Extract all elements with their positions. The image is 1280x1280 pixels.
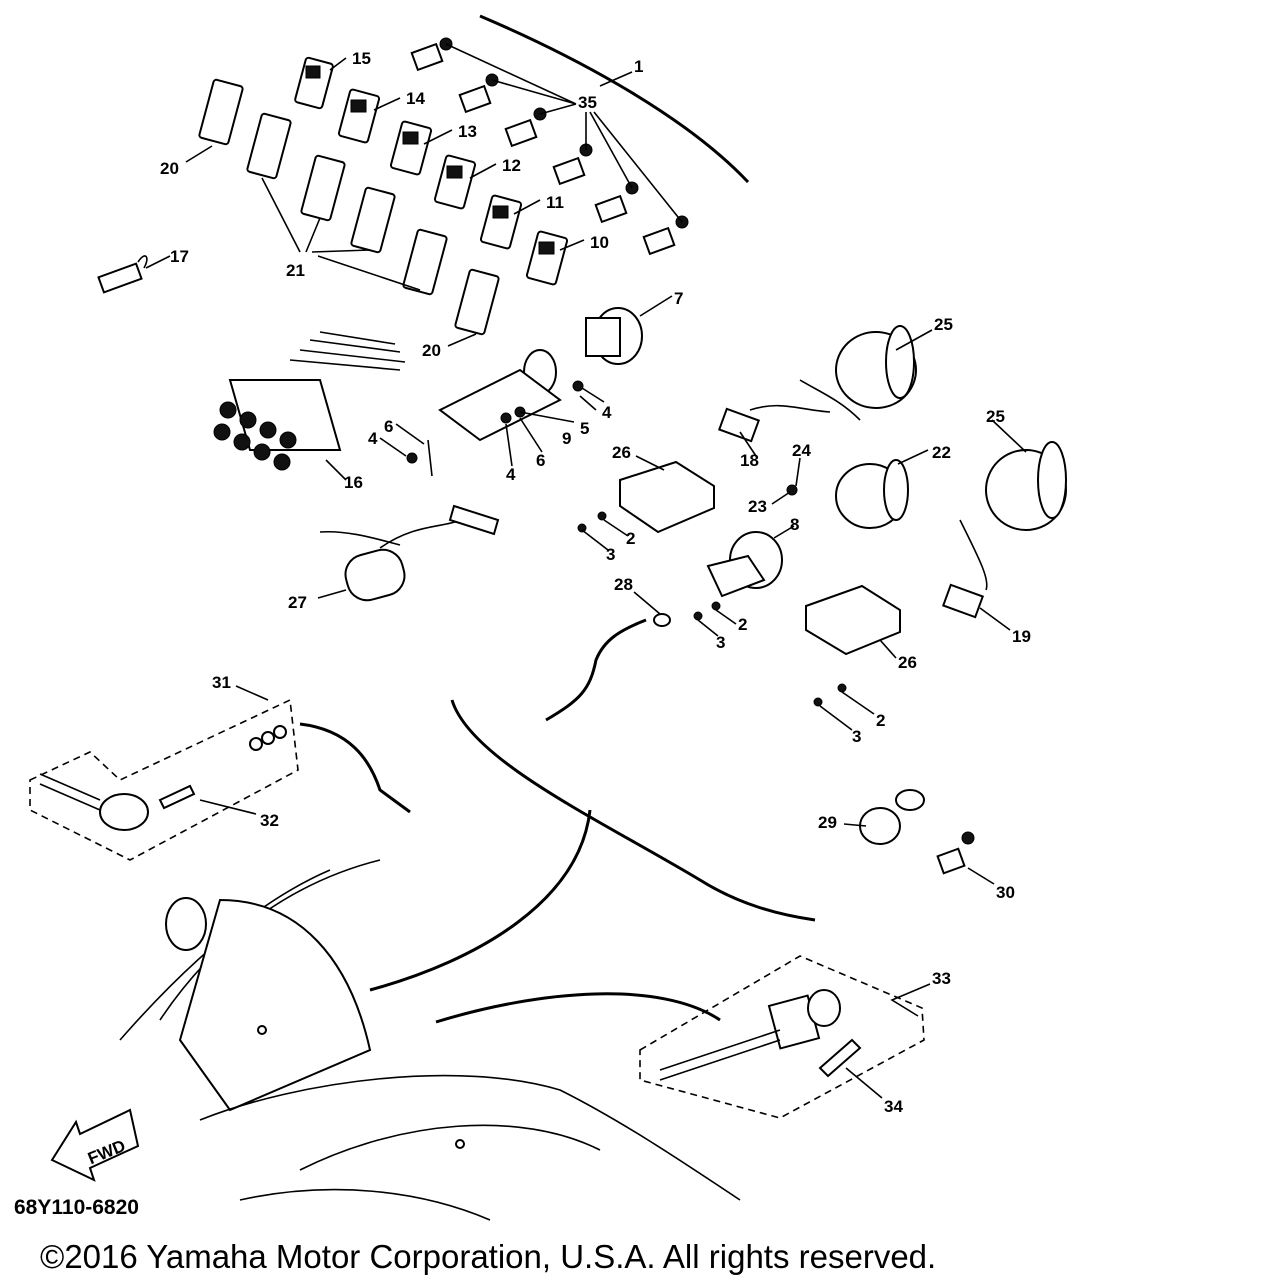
callout-4-mid: 4 xyxy=(506,465,516,484)
switch-13 xyxy=(389,120,433,176)
callout-17: 17 xyxy=(170,247,189,266)
callout-19: 19 xyxy=(1012,627,1031,646)
callout-9: 9 xyxy=(562,429,571,448)
plate-21-c xyxy=(350,186,396,254)
callout-31: 31 xyxy=(212,673,231,692)
callout-13: 13 xyxy=(458,122,477,141)
switch-15 xyxy=(294,56,334,110)
gauge-7-assembly xyxy=(438,307,643,442)
bracket-26-upper xyxy=(577,460,715,534)
callout-10: 10 xyxy=(590,233,609,252)
callout-2-mid: 2 xyxy=(738,615,747,634)
callout-6-right: 6 xyxy=(536,451,545,470)
diagram-part-code: 68Y110-6820 xyxy=(14,1196,139,1219)
callout-27: 27 xyxy=(288,593,307,612)
callout-34: 34 xyxy=(884,1097,903,1116)
main-switch-33 xyxy=(639,955,925,1119)
connector-block-16 xyxy=(213,331,406,471)
blank-plate-20-top xyxy=(198,78,244,146)
switch-10 xyxy=(525,230,569,286)
callout-14: 14 xyxy=(406,89,425,108)
clamp-28 xyxy=(653,613,671,627)
callout-20-bottom: 20 xyxy=(422,341,441,360)
watercraft-hull-sketch xyxy=(119,809,741,1221)
callout-33: 33 xyxy=(932,969,951,988)
callout-23: 23 xyxy=(748,497,767,516)
callout-28: 28 xyxy=(614,575,633,594)
sender-kit-31 xyxy=(29,698,411,861)
callout-1: 1 xyxy=(634,57,643,76)
deck-outline xyxy=(450,699,816,922)
copyright-notice: ©2016 Yamaha Motor Corporation, U.S.A. A… xyxy=(40,1238,937,1275)
connector-18 xyxy=(717,404,831,443)
callout-3-mid: 3 xyxy=(716,633,725,652)
callout-3-upper: 3 xyxy=(606,545,615,564)
callout-18: 18 xyxy=(740,451,759,470)
callout-16: 16 xyxy=(344,473,363,492)
callout-21: 21 xyxy=(286,261,305,280)
callout-25-lower: 25 xyxy=(986,407,1005,426)
plate-21-b xyxy=(300,154,346,222)
key-34 xyxy=(818,1038,862,1078)
blank-plates xyxy=(198,78,500,336)
callout-5: 5 xyxy=(580,419,589,438)
part-30 xyxy=(936,831,975,875)
bracket-8 xyxy=(693,531,783,621)
callout-labels: 1 35 15 14 13 12 11 10 20 21 17 20 7 4 5… xyxy=(160,49,1031,1116)
callout-11: 11 xyxy=(546,193,564,212)
plate-21-a xyxy=(246,112,292,180)
callout-4-right: 4 xyxy=(602,403,612,422)
gauge-22 xyxy=(786,459,909,529)
switch-14 xyxy=(337,88,381,144)
hose-28 xyxy=(545,618,647,722)
indicator-bulbs xyxy=(410,37,689,256)
screw-6 xyxy=(427,439,433,477)
forward-arrow-icon: FWD xyxy=(50,1108,140,1182)
callout-6-left: 6 xyxy=(384,417,393,436)
callout-15: 15 xyxy=(352,49,371,68)
callout-2-upper: 2 xyxy=(626,529,635,548)
callout-26-lower: 26 xyxy=(898,653,917,672)
bracket-26-lower xyxy=(805,584,901,707)
switch-12 xyxy=(433,154,477,210)
callout-26-upper: 26 xyxy=(612,443,631,462)
plate-21-d xyxy=(402,228,448,296)
switch-group xyxy=(294,56,569,286)
switch-11 xyxy=(479,194,523,250)
callout-12: 12 xyxy=(502,156,521,175)
callout-35: 35 xyxy=(578,93,597,112)
callout-30: 30 xyxy=(996,883,1015,902)
callout-4-left: 4 xyxy=(368,429,378,448)
callout-7: 7 xyxy=(674,289,683,308)
nut-4 xyxy=(406,452,418,464)
callout-8: 8 xyxy=(790,515,799,534)
callout-32: 32 xyxy=(260,811,279,830)
callout-25-upper: 25 xyxy=(934,315,953,334)
switch-29 xyxy=(859,789,925,845)
callout-3-lower: 3 xyxy=(852,727,861,746)
callout-2-lower: 2 xyxy=(876,711,885,730)
leader-lines xyxy=(145,43,1027,1099)
gauge-25-upper xyxy=(799,325,917,421)
blank-plate-20-bottom xyxy=(454,268,500,336)
callout-22: 22 xyxy=(932,443,951,462)
buzzer-27 xyxy=(319,504,500,602)
callout-29: 29 xyxy=(818,813,837,832)
hull-panel-line xyxy=(479,14,750,184)
gauge-25-lower xyxy=(959,441,1067,591)
callout-20-top: 20 xyxy=(160,159,179,178)
callout-24: 24 xyxy=(792,441,811,460)
sensor-17 xyxy=(97,255,148,294)
connector-19 xyxy=(941,583,985,619)
wrench-32 xyxy=(158,784,196,810)
